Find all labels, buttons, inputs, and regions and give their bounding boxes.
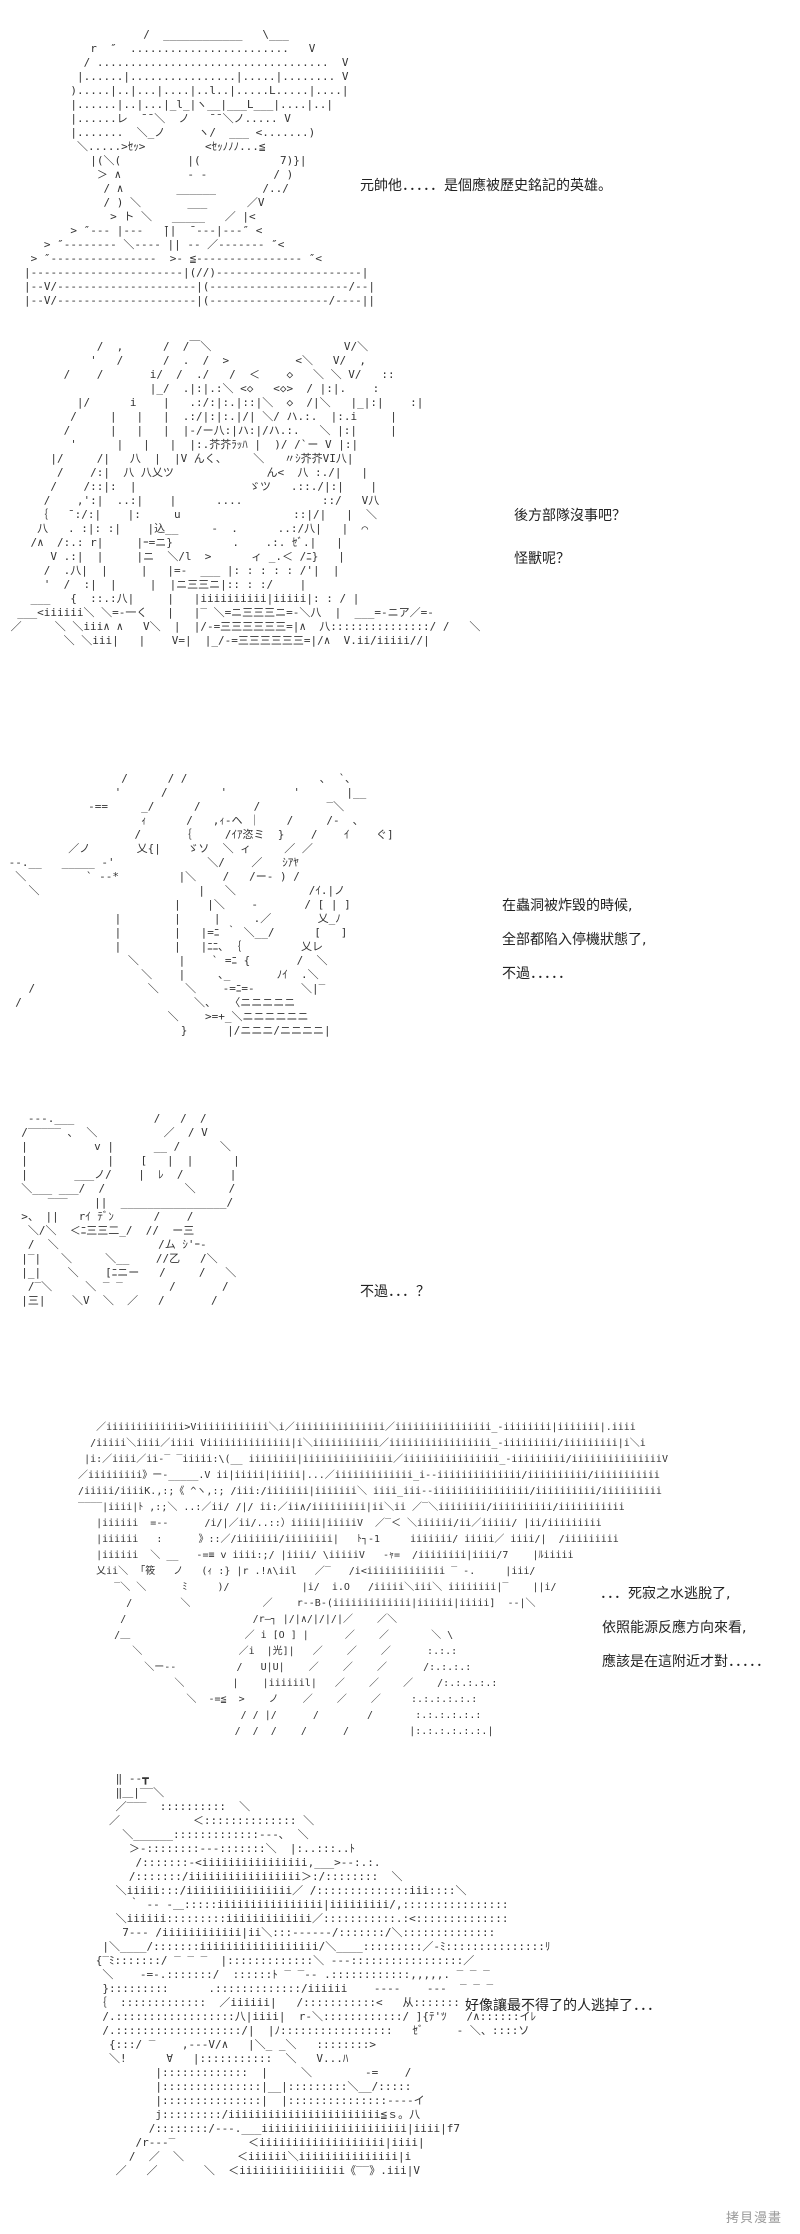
panel-3-ascii-art: / / / ､ `､ ' / ' ' |__ -== _/ / / ‾＼ ｨ /… [8, 772, 394, 1037]
panel-2-dialogue-2: 怪獸呢？ [514, 551, 570, 567]
panel-2-ascii-art: / , / /￣＼ V/＼ ' / / . / > <＼ V/ , / / i/… [10, 340, 481, 647]
panel-6-ascii-art: ‖ ‐‐┳ ‖＿|‾‾＼ ／‾‾‾ :::::::::: ＼ ／ ＜::::::… [95, 1772, 551, 2177]
panel-4-dialogue: 不過．．．？ [360, 1284, 430, 1300]
panel-2-dialogue-1: 後方部隊沒事吧？ [514, 508, 626, 524]
watermark: 拷貝漫畫 [725, 2211, 782, 2226]
panel-5-dialogue-3: 應該是在這附近才對．．．．． [602, 1654, 770, 1670]
panel-1-dialogue: 元帥他．．．．．是個應被歷史銘記的英雄。 [360, 178, 612, 194]
panel-6-dialogue: 好像讓最不得了的人逃掉了．．． [465, 1998, 661, 2014]
panel-3-dialogue-2: 全部都陷入停機狀態了, [502, 932, 647, 948]
panel-1-ascii-art: / ____________ \___ r ″ ................… [24, 28, 375, 307]
panel-5-ascii-art: ／iiiiiiiiiiiii>Viiiiiiiiiiii＼i／iiiiiiiii… [78, 1422, 668, 1737]
panel-3-dialogue-3: 不過．．．．． [502, 966, 572, 982]
panel-5-dialogue-2: 依照能源反應方向來看, [602, 1620, 747, 1636]
panel-5-dialogue-1: ．．．死寂之水逃脫了, [600, 1586, 731, 1602]
panel-4-ascii-art: ‐‐‐.___ / / / /‾‾‾‾‾ ､ ＼ ／ / V | v | __ … [21, 1112, 240, 1307]
panel-3-dialogue-1: 在蟲洞被炸毀的時候, [502, 898, 633, 914]
